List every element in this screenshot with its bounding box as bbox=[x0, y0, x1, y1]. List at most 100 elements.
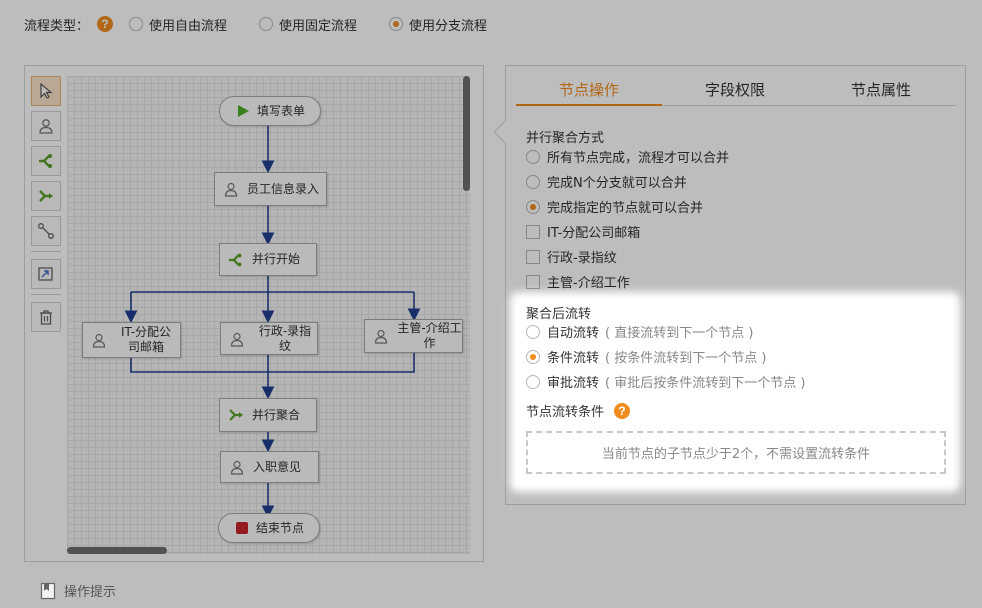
panel-pointer bbox=[493, 120, 517, 144]
radio-icon[interactable] bbox=[526, 374, 540, 389]
node-label: 结束节点 bbox=[255, 520, 304, 535]
flow-type-fixed-label: 使用固定流程 bbox=[279, 18, 358, 34]
flow-designer: 填写表单 员工信息录入 并行开始 IT-分配公司邮箱 行政-录指纹 主管-介绍工… bbox=[24, 65, 484, 562]
toolbar-divider bbox=[31, 294, 61, 295]
export-tool[interactable] bbox=[31, 259, 61, 289]
connector-tool[interactable] bbox=[31, 216, 61, 246]
parallel-split-tool[interactable] bbox=[31, 146, 61, 176]
flow-node-admin-fingerprint[interactable]: 行政-录指纹 bbox=[220, 322, 318, 355]
designer-toolbar bbox=[31, 76, 61, 337]
operation-tips-label: 操作提示 bbox=[64, 585, 117, 600]
pointer-tool[interactable] bbox=[31, 76, 61, 106]
pointer-icon bbox=[40, 82, 53, 99]
flow-condition-title-row: 节点流转条件 ? bbox=[526, 401, 631, 420]
user-icon bbox=[230, 332, 244, 347]
tab-field-permission[interactable]: 字段权限 bbox=[704, 81, 765, 99]
radio-icon[interactable] bbox=[526, 324, 540, 339]
radio-icon[interactable] bbox=[129, 17, 144, 31]
flow-node-onboard-opinion[interactable]: 入职意见 bbox=[220, 451, 319, 483]
user-icon bbox=[224, 182, 238, 197]
connector-icon bbox=[38, 223, 54, 239]
help-icon[interactable]: ? bbox=[614, 402, 631, 419]
vertical-scrollbar[interactable] bbox=[463, 76, 470, 191]
trash-icon bbox=[40, 310, 52, 325]
delete-tool[interactable] bbox=[31, 302, 61, 332]
flow-type-fixed-option[interactable]: 使用固定流程 bbox=[259, 15, 357, 34]
bookmark-icon bbox=[40, 582, 56, 599]
operation-tips[interactable]: 操作提示 bbox=[40, 581, 116, 600]
option-label: 审批流转 bbox=[547, 376, 600, 391]
flow-condition-empty-box: 当前节点的子节点少于2个，不需设置流转条件 bbox=[526, 431, 946, 474]
merge-node-manager-checkbox[interactable]: 主管-介绍工作 bbox=[526, 272, 630, 291]
node-label: IT-分配公司邮箱 bbox=[120, 325, 172, 354]
checkbox-icon[interactable] bbox=[526, 224, 540, 239]
flow-canvas[interactable]: 填写表单 员工信息录入 并行开始 IT-分配公司邮箱 行政-录指纹 主管-介绍工… bbox=[67, 76, 470, 554]
flow-node-it-email[interactable]: IT-分配公司邮箱 bbox=[82, 322, 181, 358]
merge-specified-option[interactable]: 完成指定的节点就可以合并 bbox=[526, 197, 703, 216]
stop-icon bbox=[235, 522, 248, 534]
radio-icon[interactable] bbox=[526, 174, 540, 189]
user-icon bbox=[230, 460, 244, 475]
node-label: 填写表单 bbox=[256, 103, 305, 118]
flow-condition-title: 节点流转条件 bbox=[526, 405, 605, 420]
option-label: 条件流转 bbox=[547, 351, 600, 366]
parallel-join-tool[interactable] bbox=[31, 181, 61, 211]
export-icon bbox=[38, 267, 53, 281]
merge-mode-title: 并行聚合方式 bbox=[526, 131, 605, 146]
option-label: 完成N个分支就可以合并 bbox=[547, 176, 687, 191]
node-label: 主管-介绍工作 bbox=[397, 321, 462, 350]
node-label: 并行聚合 bbox=[252, 407, 301, 422]
flow-type-branch-label: 使用分支流程 bbox=[409, 18, 488, 34]
merge-node-it-checkbox[interactable]: IT-分配公司邮箱 bbox=[526, 222, 640, 241]
flow-node-parallel-start[interactable]: 并行开始 bbox=[219, 243, 317, 276]
option-label: 完成指定的节点就可以合并 bbox=[547, 201, 704, 216]
user-icon bbox=[39, 119, 53, 134]
option-hint: ( 直接流转到下一个节点 ) bbox=[605, 326, 754, 341]
merge-node-admin-checkbox[interactable]: 行政-录指纹 bbox=[526, 247, 617, 266]
flow-type-branch-option[interactable]: 使用分支流程 bbox=[389, 15, 487, 34]
flow-type-label: 流程类型： bbox=[24, 18, 90, 34]
after-condition-option[interactable]: 条件流转 ( 按条件流转到下一个节点 ) bbox=[526, 347, 766, 366]
user-node-tool[interactable] bbox=[31, 111, 61, 141]
flow-node-start[interactable]: 填写表单 bbox=[219, 96, 321, 126]
tab-node-attributes[interactable]: 节点属性 bbox=[850, 81, 911, 99]
after-approval-option[interactable]: 审批流转 ( 审批后按条件流转到下一个节点 ) bbox=[526, 372, 805, 391]
option-label: 行政-录指纹 bbox=[547, 251, 617, 266]
option-label: 自动流转 bbox=[547, 326, 600, 341]
checkbox-icon[interactable] bbox=[526, 274, 540, 289]
option-label: 主管-介绍工作 bbox=[547, 276, 630, 291]
radio-icon[interactable] bbox=[259, 17, 274, 31]
checkbox-icon[interactable] bbox=[526, 249, 540, 264]
radio-icon[interactable] bbox=[526, 149, 540, 164]
split-icon bbox=[39, 154, 52, 168]
tab-node-operation[interactable]: 节点操作 bbox=[516, 78, 662, 106]
option-hint: ( 审批后按条件流转到下一个节点 ) bbox=[605, 376, 806, 391]
radio-selected-icon[interactable] bbox=[526, 199, 540, 214]
flow-connectors bbox=[124, 125, 421, 519]
join-icon bbox=[229, 409, 243, 421]
toolbar-divider bbox=[31, 251, 61, 252]
option-label: 所有节点完成，流程才可以合并 bbox=[547, 151, 730, 166]
split-icon bbox=[229, 253, 242, 266]
after-auto-option[interactable]: 自动流转 ( 直接流转到下一个节点 ) bbox=[526, 322, 753, 341]
radio-selected-icon[interactable] bbox=[389, 17, 404, 31]
user-icon bbox=[374, 329, 388, 344]
help-icon[interactable]: ? bbox=[97, 16, 114, 32]
flow-node-staff-info[interactable]: 员工信息录入 bbox=[214, 172, 327, 206]
node-label: 员工信息录入 bbox=[247, 181, 320, 196]
flow-type-free-label: 使用自由流程 bbox=[149, 18, 228, 34]
flow-node-parallel-join[interactable]: 并行聚合 bbox=[219, 398, 317, 432]
horizontal-scrollbar[interactable] bbox=[67, 547, 167, 554]
flow-node-manager-intro[interactable]: 主管-介绍工作 bbox=[364, 319, 463, 353]
merge-n-option[interactable]: 完成N个分支就可以合并 bbox=[526, 172, 687, 191]
option-label: IT-分配公司邮箱 bbox=[547, 226, 641, 241]
flow-type-free-option[interactable]: 使用自由流程 bbox=[129, 15, 227, 34]
join-icon bbox=[39, 190, 53, 202]
radio-selected-icon[interactable] bbox=[526, 349, 540, 364]
flow-node-end[interactable]: 结束节点 bbox=[218, 513, 320, 543]
flow-type-row: 流程类型： ? 使用自由流程 使用固定流程 使用分支流程 bbox=[24, 14, 509, 34]
after-merge-title: 聚合后流转 bbox=[526, 307, 592, 322]
user-icon bbox=[92, 333, 106, 348]
merge-all-option[interactable]: 所有节点完成，流程才可以合并 bbox=[526, 147, 729, 166]
node-properties-panel: 节点操作 字段权限 节点属性 并行聚合方式 所有节点完成，流程才可以合并 完成N… bbox=[493, 65, 966, 505]
